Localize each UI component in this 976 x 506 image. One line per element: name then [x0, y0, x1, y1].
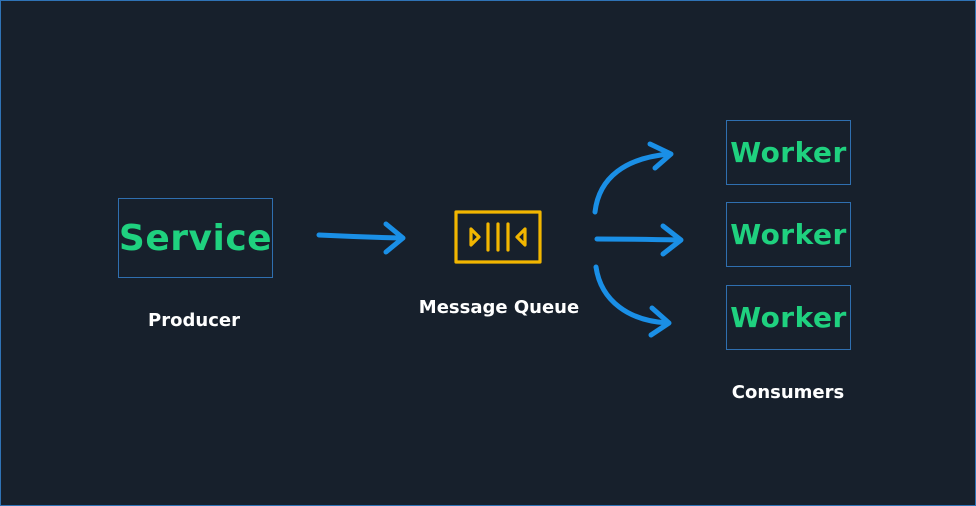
queue-to-worker-1-arrow: [592, 141, 674, 215]
service-node-label: Service: [118, 217, 273, 259]
worker-node-2: Worker: [726, 202, 851, 267]
service-node: Service: [118, 198, 273, 278]
worker-node-label: Worker: [730, 301, 847, 334]
message-queue-icon: [454, 210, 542, 264]
worker-node-1: Worker: [726, 120, 851, 185]
queue-to-worker-2-arrow: [594, 223, 684, 257]
worker-node-label: Worker: [730, 218, 847, 251]
queue-to-worker-3-arrow: [593, 264, 672, 338]
producer-caption: Producer: [148, 310, 240, 331]
worker-node-3: Worker: [726, 285, 851, 350]
producer-to-queue-arrow: [316, 221, 406, 255]
worker-node-label: Worker: [730, 136, 847, 169]
consumers-caption: Consumers: [731, 382, 845, 403]
message-queue-caption: Message Queue: [418, 297, 580, 318]
